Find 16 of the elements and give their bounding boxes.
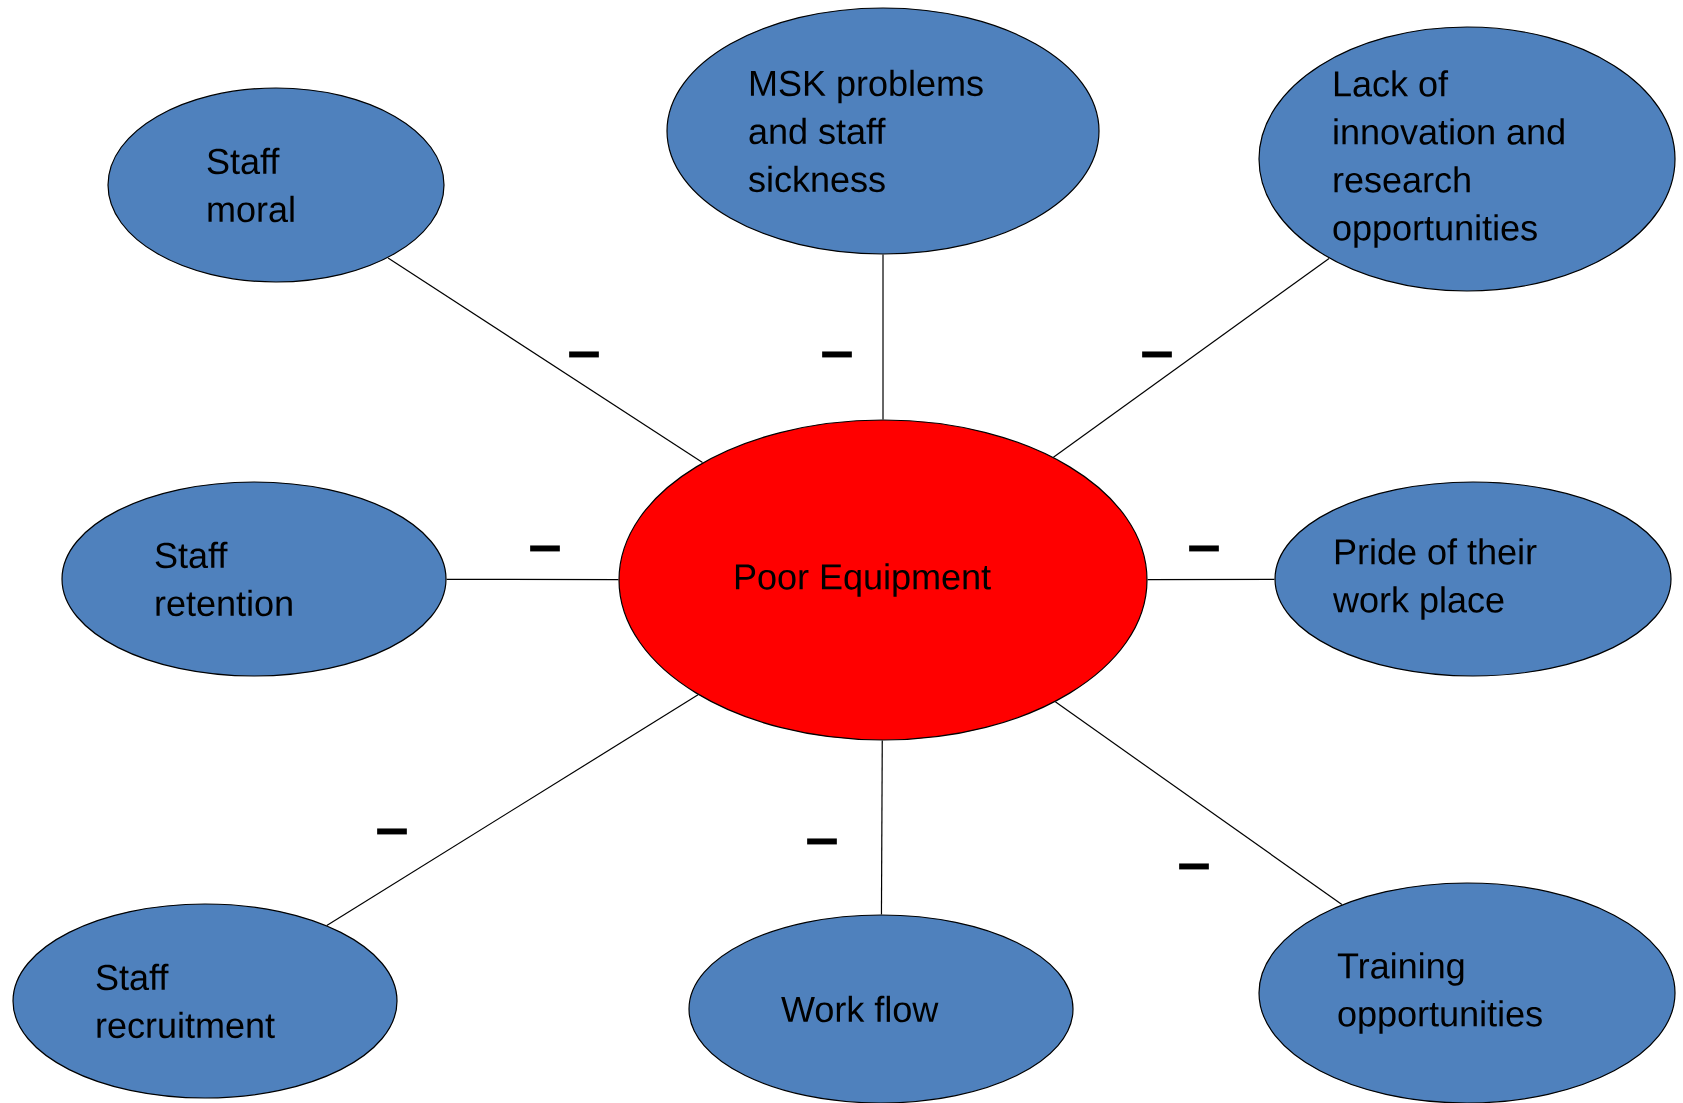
connector-line [326, 694, 699, 926]
connector-line [1147, 578, 1275, 581]
connector-line [880, 740, 883, 915]
minus-sign: – [569, 351, 599, 358]
minus-sign: – [1142, 351, 1172, 358]
minus-sign: – [377, 828, 407, 835]
minus-sign: – [1189, 545, 1219, 552]
minus-sign: – [807, 838, 837, 845]
connector-line [446, 578, 619, 581]
minus-sign: – [530, 545, 560, 552]
connector-line [882, 254, 884, 420]
connector-line [1052, 257, 1330, 458]
connector-line [1054, 701, 1343, 906]
minus-sign: – [1179, 863, 1209, 870]
minus-sign: – [822, 351, 852, 358]
connector-line [387, 257, 704, 464]
